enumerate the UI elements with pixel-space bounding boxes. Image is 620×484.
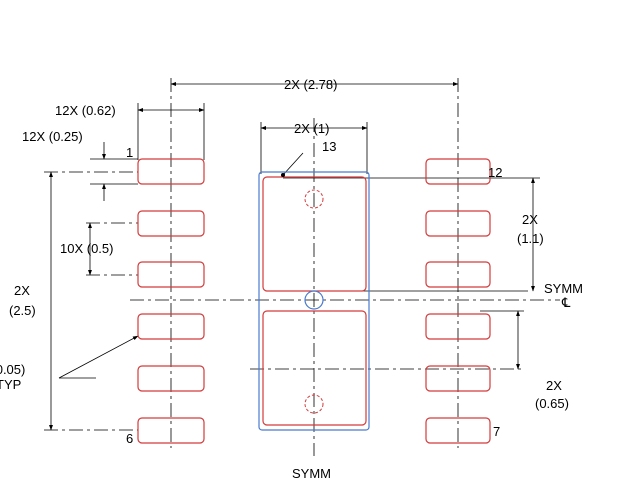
- pin-1-label: 1: [126, 145, 133, 160]
- right-pad-column: [425, 158, 491, 444]
- dimension-lines: [49, 82, 535, 431]
- pad-5: [137, 365, 205, 392]
- pad-width-label: 12X (0.25): [22, 129, 83, 144]
- extension-lines: [58, 103, 540, 379]
- pad-4: [137, 313, 205, 340]
- pad-6: [137, 417, 205, 444]
- pad-11: [425, 210, 491, 237]
- pad-8: [425, 365, 491, 392]
- centerlines: [44, 78, 560, 456]
- symm-right-label: SYMM: [544, 281, 583, 296]
- pin13-leader: [282, 152, 304, 176]
- lower-offset-value: (0.65): [535, 396, 569, 411]
- pad-9: [425, 313, 491, 340]
- pin13-leader-dot: [281, 173, 285, 177]
- annotations: 2X (2.78) 12X (0.62) 12X (0.25) 2X (1) 1…: [0, 77, 583, 481]
- thermal-upper-count: 2X: [522, 212, 538, 227]
- thermal-pad-lower: [262, 310, 367, 426]
- radius-typ: TYP: [0, 377, 21, 392]
- left-pad-column: [137, 158, 205, 444]
- pin-7-label: 7: [493, 424, 500, 439]
- thermal-pad: [258, 171, 370, 431]
- centerline-symbol: ℄: [561, 295, 571, 310]
- pad-length-label: 12X (0.62): [55, 103, 116, 118]
- overall-width-label: 2X (2.78): [284, 77, 337, 92]
- pad-2: [137, 210, 205, 237]
- pin-12-label: 12: [488, 165, 502, 180]
- lower-offset-count: 2X: [546, 378, 562, 393]
- pad-10: [425, 261, 491, 288]
- pin-13-label: 13: [322, 139, 336, 154]
- pad-1: [137, 158, 205, 185]
- thermal-upper-value: (1.1): [517, 231, 544, 246]
- pad-7: [425, 417, 491, 444]
- pitch-label: 10X (0.5): [60, 241, 113, 256]
- pad-3: [137, 261, 205, 288]
- symm-bottom-label: SYMM: [292, 466, 331, 479]
- thermal-via-upper: [304, 189, 324, 209]
- row-span-value: (2.5): [9, 303, 36, 318]
- pin-6-label: 6: [126, 431, 133, 446]
- pad-12: [425, 158, 491, 185]
- thermal-pad-upper: [262, 176, 367, 292]
- radius-value: (R0.05): [0, 362, 25, 377]
- row-span-count: 2X: [14, 283, 30, 298]
- radius-leader: [58, 335, 139, 379]
- thermal-via-center: [304, 290, 324, 310]
- thermal-pad-outline: [258, 171, 370, 431]
- thermal-width-label: 2X (1): [294, 121, 329, 136]
- thermal-via-lower: [304, 394, 324, 414]
